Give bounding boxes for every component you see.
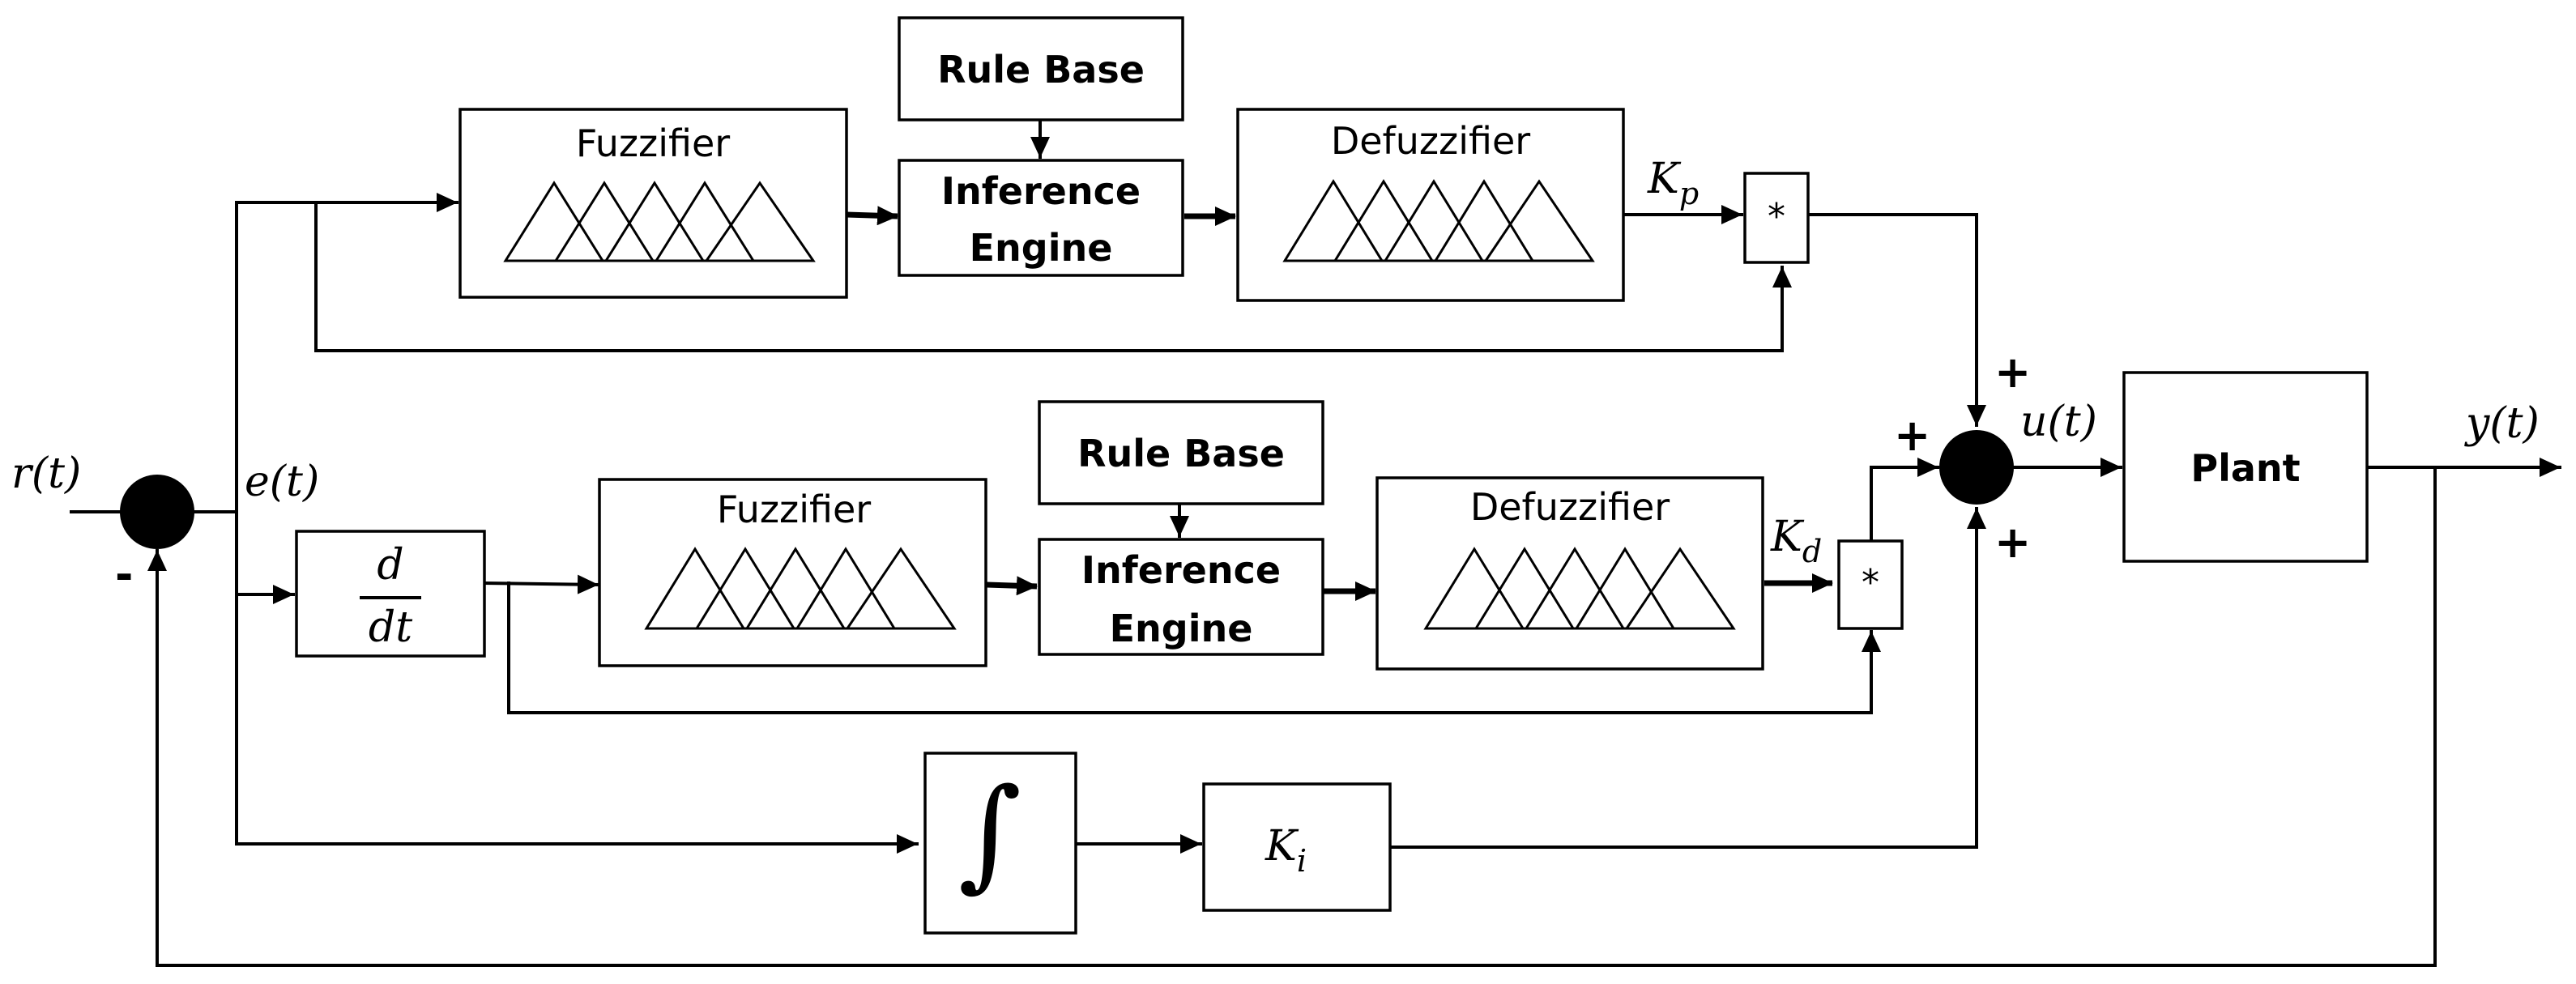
fuzzifier-p-label: Fuzzifier — [576, 121, 730, 165]
plant-box — [2122, 371, 2369, 563]
defuzzifier-p-membership-icon — [1282, 179, 1595, 262]
inference-engine-p-box — [898, 159, 1184, 277]
ki-label: Ki — [1265, 822, 1307, 879]
control-summing-junction — [1939, 430, 2014, 505]
derivative-denominator: dt — [369, 603, 412, 652]
defuzzifier-d-membership-icon — [1423, 547, 1736, 630]
plus-sign-bottom: + — [1994, 517, 2031, 568]
fuzzifier-d-membership-icon — [644, 547, 957, 630]
multiply-p-symbol: * — [1768, 196, 1785, 237]
deriv-to-fuzz-d-wire — [482, 574, 600, 594]
rule-base-p-box — [898, 16, 1184, 121]
rule-base-d-label: Rule Base — [1077, 432, 1285, 475]
fuzzifier-p-box — [458, 108, 848, 299]
integral-box — [923, 752, 1077, 935]
plant-label: Plant — [2190, 446, 2300, 490]
fuzzifier-d-label: Fuzzifier — [717, 488, 871, 531]
ki-box — [1202, 782, 1392, 912]
multiply-d-box — [1837, 539, 1904, 630]
error-signal-label: e(t) — [245, 458, 319, 506]
derivative-branch: d dt Fuzzifier Rule Base Inference Engin… — [295, 400, 1904, 671]
kp-label: Kp — [1647, 155, 1699, 211]
rule-base-p-label: Rule Base — [937, 48, 1145, 92]
fuzz-to-inf-d-wire — [986, 576, 1038, 596]
fuzzifier-p-membership-icon — [503, 181, 816, 262]
defuzzifier-p-box — [1236, 108, 1625, 302]
inference-engine-p-label-2: Engine — [970, 226, 1113, 270]
integral-symbol: ∫ — [958, 763, 1021, 904]
integral-branch: ∫ Ki — [923, 752, 1392, 935]
inference-engine-d-box — [1038, 538, 1324, 656]
wires — [70, 117, 2561, 967]
feedback-minus-sign: - — [115, 549, 133, 600]
proportional-branch: Fuzzifier Rule Base Inference Engine Def… — [458, 16, 1810, 302]
derivative-box — [295, 530, 486, 658]
reference-signal-label: r(t) — [11, 449, 81, 498]
multiply-p-box — [1743, 172, 1810, 264]
defuzzifier-d-box — [1375, 476, 1764, 671]
derivative-numerator: d — [377, 541, 403, 590]
rule-base-d-box — [1038, 400, 1324, 505]
defuzzifier-p-label: Defuzzifier — [1331, 119, 1530, 163]
defuzzifier-d-label: Defuzzifier — [1470, 485, 1670, 529]
fuzzifier-d-box — [598, 478, 987, 667]
inference-engine-d-label-1: Inference — [1081, 548, 1281, 592]
error-summing-junction — [120, 475, 194, 549]
kd-label: Kd — [1770, 513, 1822, 569]
output-signal-label: y(t) — [2464, 399, 2540, 448]
plus-sign-top: + — [1994, 347, 2031, 398]
fuzz-to-inf-p-wire — [846, 206, 898, 226]
multiply-d-symbol: * — [1862, 562, 1879, 603]
inference-engine-p-label-1: Inference — [941, 169, 1141, 213]
control-signal-label: u(t) — [2020, 398, 2097, 446]
plus-sign-left: + — [1894, 410, 1930, 461]
inference-engine-d-label-2: Engine — [1110, 607, 1253, 650]
